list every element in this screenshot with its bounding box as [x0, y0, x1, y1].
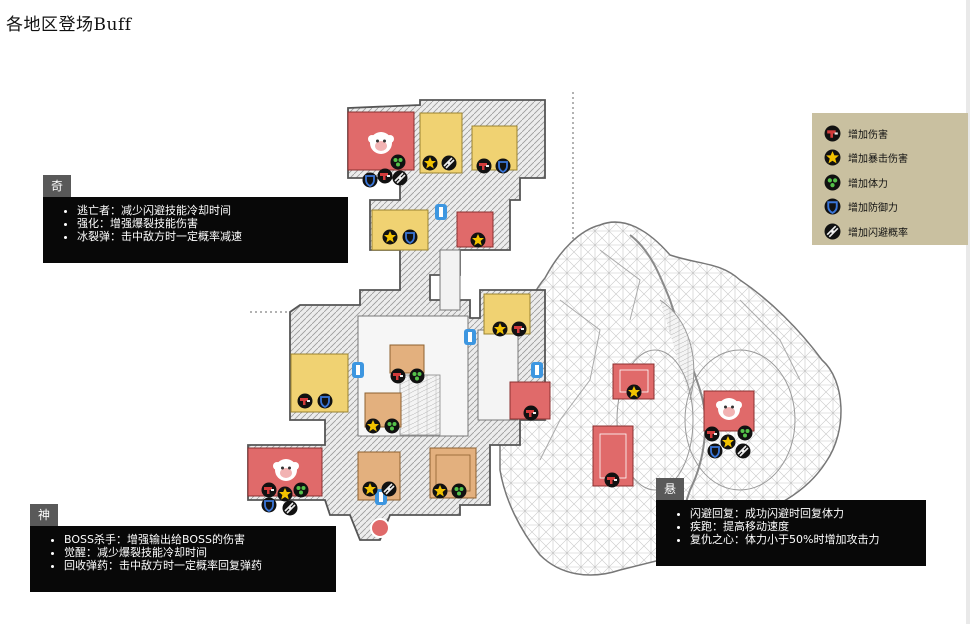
- edge-divider: [966, 0, 970, 624]
- dodge-icon: [824, 222, 841, 240]
- gun-damage-icon: [261, 482, 277, 498]
- legend: 增加伤害 增加暴击伤害 增加体力 增加防御力 增加闪避概率: [812, 113, 968, 245]
- gun-damage-icon: [511, 321, 527, 337]
- crit-damage-icon: [492, 321, 508, 337]
- dodge-icon: [281, 499, 299, 517]
- checkpoint-icon: [531, 362, 543, 378]
- defense-icon: [401, 228, 419, 246]
- region-name: 奇缘洞穴: [43, 175, 72, 259]
- buff-item: BOSS杀手：增强输出给BOSS的伤害: [64, 533, 326, 546]
- health-icon: [451, 483, 467, 499]
- buff-item: 强化：增强爆裂技能伤害: [77, 217, 338, 230]
- legend-label: 增加闪避概率: [848, 227, 908, 239]
- legend-item-health: 增加体力: [824, 170, 968, 195]
- health-icon: [737, 425, 753, 441]
- gun-damage-icon: [824, 125, 841, 142]
- checkpoint-icon: [435, 204, 447, 220]
- crit-damage-icon: [362, 481, 378, 497]
- buff-item: 逃亡者：减少闪避技能冷却时间: [77, 204, 338, 217]
- defense-icon: [824, 198, 841, 216]
- checkpoint-icon: [352, 362, 364, 378]
- crit-damage-icon: [626, 384, 642, 400]
- legend-item-dodge: 增加闪避概率: [824, 219, 968, 244]
- page-title: 各地区登场Buff: [6, 15, 132, 35]
- dodge-icon: [380, 480, 398, 498]
- crit-damage-icon: [382, 229, 398, 245]
- defense-icon: [260, 496, 278, 514]
- buff-item: 回收弹药：击中敌方时一定概率回复弹药: [64, 559, 326, 572]
- gun-damage-icon: [297, 393, 313, 409]
- defense-icon: [494, 157, 512, 175]
- legend-item-crit: 增加暴击伤害: [824, 146, 968, 171]
- region-name: 悬崖绝壁: [656, 478, 685, 562]
- buff-item: 冰裂弹：击中敌方时一定概率减速: [77, 230, 338, 243]
- buff-item: 觉醒：减少爆裂技能冷却时间: [64, 546, 326, 559]
- crit-damage-icon: [470, 232, 486, 248]
- legend-label: 增加体力: [848, 178, 888, 190]
- health-icon: [409, 368, 425, 384]
- defense-icon: [361, 171, 379, 189]
- crit-damage-icon: [720, 434, 736, 450]
- buff-list: BOSS杀手：增强输出给BOSS的伤害 觉醒：减少爆裂技能冷却时间 回收弹药：击…: [30, 526, 336, 592]
- legend-label: 增加防御力: [848, 203, 898, 215]
- dodge-icon: [440, 154, 458, 172]
- health-icon: [824, 174, 841, 191]
- dodge-icon: [734, 442, 752, 460]
- defense-icon: [316, 392, 334, 410]
- defense-icon: [706, 442, 724, 460]
- gun-damage-icon: [377, 168, 393, 184]
- gun-damage-icon: [704, 426, 720, 442]
- health-icon: [384, 418, 400, 434]
- buff-item: 复仇之心：体力小于50%时增加攻击力: [690, 533, 916, 546]
- gun-damage-icon: [604, 472, 620, 488]
- crit-damage-icon: [422, 155, 438, 171]
- gun-damage-icon: [390, 368, 406, 384]
- crit-damage-icon: [432, 483, 448, 499]
- buff-list: 逃亡者：减少闪避技能冷却时间 强化：增强爆裂技能伤害 冰裂弹：击中敌方时一定概率…: [43, 197, 348, 263]
- legend-item-defense: 增加防御力: [824, 195, 968, 220]
- gun-damage-icon: [476, 158, 492, 174]
- crit-damage-icon: [824, 149, 841, 166]
- health-icon: [390, 154, 406, 170]
- crit-damage-icon: [365, 418, 381, 434]
- health-icon: [293, 482, 309, 498]
- legend-label: 增加暴击伤害: [848, 154, 908, 166]
- legend-item-damage: 增加伤害: [824, 121, 968, 146]
- gun-damage-icon: [523, 405, 539, 421]
- buff-item: 疾跑：提高移动速度: [690, 520, 916, 533]
- buff-list: 闪避回复：成功闪避时回复体力 疾跑：提高移动速度 复仇之心：体力小于50%时增加…: [656, 500, 926, 566]
- crit-damage-icon: [277, 486, 293, 502]
- region-name: 神秘寺院: [30, 504, 59, 588]
- legend-label: 增加伤害: [848, 129, 888, 141]
- buff-item: 闪避回复：成功闪避时回复体力: [690, 507, 916, 520]
- dodge-icon: [391, 169, 409, 187]
- checkpoint-icon: [464, 329, 476, 345]
